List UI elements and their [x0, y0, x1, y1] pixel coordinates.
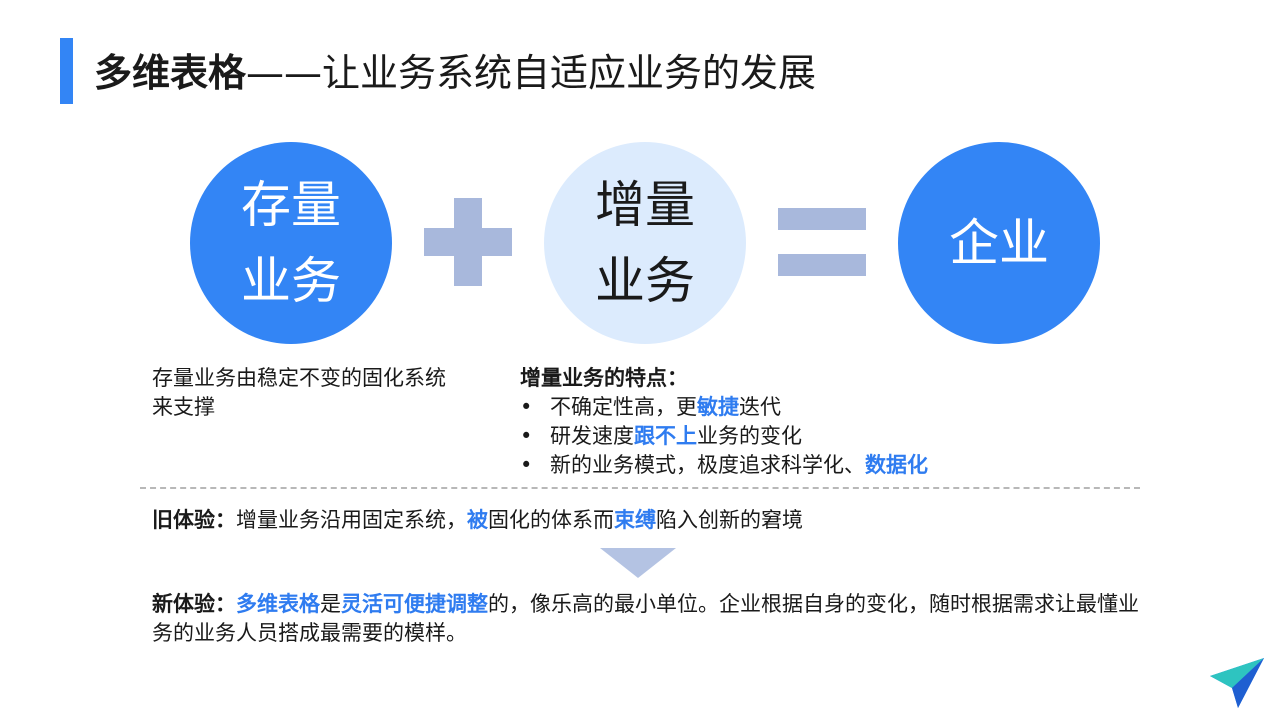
incremental-features: 增量业务的特点： • 不确定性高，更敏捷迭代 • 研发速度跟不上业务的变化 • 新的业…	[520, 364, 1080, 480]
stock-description: 存量业务由稳定不变的固化系统来支撑	[152, 366, 446, 419]
feature-highlight: 敏捷	[697, 395, 739, 419]
list-item: • 新的业务模式，极度追求科学化、数据化	[520, 451, 1080, 480]
feature-highlight: 跟不上	[634, 424, 697, 448]
paper-plane-logo-icon	[1210, 658, 1264, 708]
bullet: •	[520, 424, 533, 448]
incremental-business-circle: 增量 业务	[544, 142, 746, 344]
title-rest: ——让业务系统自适应业务的发展	[246, 51, 817, 95]
list-item: • 不确定性高，更敏捷迭代	[520, 393, 1080, 422]
stock-circle-line2: 业务	[241, 252, 341, 310]
old-experience-text: 陷入创新的窘境	[656, 508, 803, 532]
new-experience-text: 是	[320, 592, 341, 616]
enterprise-circle: 企业	[898, 142, 1100, 344]
feature-text: 迭代	[739, 395, 781, 419]
feature-text: 新的业务模式，极度追求科学化、	[550, 453, 865, 477]
down-arrow-icon	[600, 548, 676, 578]
title-bold: 多维表格	[94, 51, 247, 95]
new-experience-highlight: 多维表格	[236, 592, 320, 616]
stock-circle-line1: 存量	[241, 176, 341, 234]
new-experience-label: 新体验：	[152, 592, 236, 616]
dashed-divider	[140, 487, 1140, 489]
old-experience-text: 增量业务沿用固定系统，	[236, 508, 467, 532]
title-accent-bar	[60, 38, 73, 104]
incremental-circle-line2: 业务	[595, 252, 695, 310]
feature-text: 不确定性高，更	[550, 395, 697, 419]
feature-text: 业务的变化	[697, 424, 802, 448]
enterprise-circle-text: 企业	[949, 214, 1049, 272]
new-experience-text: 的，像乐高的最小单位。企业根据自身的变化，随时根据需求让最懂业务的业务人员搭成最…	[152, 592, 1139, 645]
old-experience-label: 旧体验：	[152, 508, 236, 532]
old-experience-text: 固化的体系而	[488, 508, 614, 532]
new-experience-highlight: 灵活可便捷调整	[341, 592, 488, 616]
incremental-feature-list: • 不确定性高，更敏捷迭代 • 研发速度跟不上业务的变化 • 新的业务模式，极度追求科…	[520, 393, 1080, 480]
old-experience: 旧体验：增量业务沿用固定系统，被固化的体系而束缚陷入创新的窘境	[152, 506, 1152, 535]
list-item: • 研发速度跟不上业务的变化	[520, 422, 1080, 451]
equals-icon-bottom	[778, 254, 866, 276]
new-experience: 新体验：多维表格是灵活可便捷调整的，像乐高的最小单位。企业根据自身的变化，随时根…	[152, 590, 1152, 648]
page-title: 多维表格——让业务系统自适应业务的发展	[94, 48, 816, 98]
plus-icon-horizontal	[424, 228, 512, 256]
old-experience-highlight: 束缚	[614, 508, 656, 532]
incremental-circle-line1: 增量	[595, 176, 695, 234]
equals-icon-top	[778, 208, 866, 230]
feature-text: 研发速度	[550, 424, 634, 448]
old-experience-highlight: 被	[467, 508, 488, 532]
feature-highlight: 数据化	[865, 453, 928, 477]
bullet: •	[520, 395, 533, 419]
stock-business-circle: 存量 业务	[190, 142, 392, 344]
bullet: •	[520, 453, 533, 477]
incremental-heading: 增量业务的特点：	[520, 366, 688, 390]
